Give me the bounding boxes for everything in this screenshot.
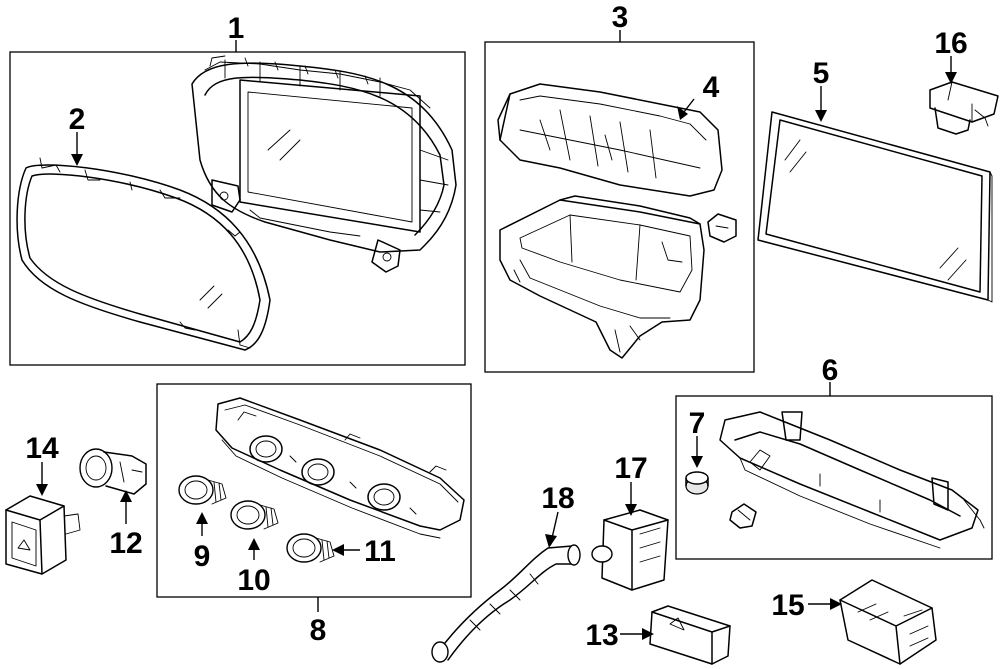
part-16-switch xyxy=(929,81,999,135)
clip xyxy=(729,503,757,529)
callout-9: 9 xyxy=(194,540,211,573)
part-9-knob xyxy=(178,475,227,505)
part-13-switch xyxy=(649,605,731,665)
part-6-trim-panel xyxy=(719,411,985,549)
part-7-knob xyxy=(685,471,709,495)
callout-2: 2 xyxy=(69,103,86,136)
part-11-knob xyxy=(286,533,335,563)
callout-15: 15 xyxy=(771,589,804,622)
callout-13: 13 xyxy=(585,619,618,652)
part-4-display-cover xyxy=(497,83,723,197)
box-climate-control xyxy=(156,383,472,598)
part-5-display-screen xyxy=(757,111,993,303)
callout-14: 14 xyxy=(25,432,59,465)
part-17-switch xyxy=(591,509,669,591)
callout-4: 4 xyxy=(703,71,720,104)
callout-12: 12 xyxy=(109,527,142,560)
callout-18: 18 xyxy=(541,482,574,515)
callout-8: 8 xyxy=(310,614,327,647)
part-14-switch xyxy=(5,495,81,575)
callout-10: 10 xyxy=(237,564,270,597)
part-3-display-housing xyxy=(499,195,737,359)
box-trim-panel xyxy=(675,395,993,560)
part-2-lens xyxy=(16,157,271,351)
callout-7: 7 xyxy=(689,407,706,440)
callout-3: 3 xyxy=(612,1,629,34)
callout-6: 6 xyxy=(822,354,839,387)
callout-17: 17 xyxy=(614,452,647,485)
part-10-knob xyxy=(230,500,279,530)
part-8-climate-panel xyxy=(215,397,465,539)
part-15-switch xyxy=(839,579,937,665)
part-1-cluster-housing xyxy=(191,55,457,273)
callout-5: 5 xyxy=(813,57,830,90)
callout-1: 1 xyxy=(228,12,245,45)
leader-lines xyxy=(36,30,957,640)
box-instrument-cluster xyxy=(9,51,466,366)
callout-16: 16 xyxy=(934,27,967,60)
part-18-hose xyxy=(431,544,581,663)
part-12-sensor xyxy=(79,448,147,495)
callout-11: 11 xyxy=(364,535,396,568)
